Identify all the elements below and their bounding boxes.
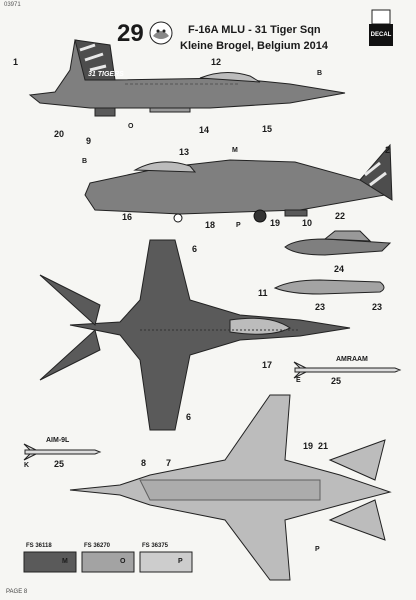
tiger-marking: 31 TIGERS: [88, 71, 124, 78]
legend-fs-2: FS 36270: [84, 543, 111, 549]
callout-13: 13: [179, 147, 190, 157]
callout-9: 9: [86, 136, 92, 146]
color-legend: [23, 551, 193, 573]
legend-fs-3: FS 36375: [142, 543, 169, 549]
page-subtitle: Kleine Brogel, Belgium 2014: [180, 40, 328, 52]
callout-18: 18: [205, 220, 216, 230]
callout-25-amraam: 25: [331, 376, 342, 386]
callout-20: 20: [54, 129, 65, 139]
drop-tank-views: [273, 230, 392, 295]
callout-6-top: 6: [192, 244, 198, 254]
callout-23-b: 23: [372, 302, 383, 312]
callout-16: 16: [122, 212, 133, 222]
side-view-left: 31 TIGERS: [28, 39, 346, 117]
callout-2: 2: [385, 145, 391, 155]
side-view-right: [84, 143, 393, 223]
code-b-2: B: [82, 158, 88, 165]
code-e: E: [296, 377, 301, 384]
code-b: B: [317, 70, 323, 77]
callout-10: 10: [302, 218, 313, 228]
callout-15: 15: [262, 124, 273, 134]
page-title: F-16A MLU - 31 Tiger Sqn: [188, 24, 321, 36]
code-p-2: P: [315, 546, 320, 553]
callout-19-bottom: 19: [303, 441, 314, 451]
legend-code-1: M: [62, 558, 68, 565]
callout-12: 12: [211, 57, 222, 67]
aim9-missile: [23, 443, 102, 461]
paint-pot-icon: DECAL: [369, 9, 393, 46]
legend-code-3: P: [178, 558, 183, 565]
legend-fs-1: FS 36118: [26, 543, 52, 549]
callout-7: 7: [166, 458, 172, 468]
squadron-emblem-icon: [149, 21, 173, 45]
callout-6-bottom: 6: [186, 412, 192, 422]
callout-11: 11: [258, 288, 268, 298]
legend-code-2: O: [120, 558, 126, 565]
callout-14: 14: [199, 125, 210, 135]
callout-23-a: 23: [315, 302, 326, 312]
callout-24: 24: [334, 264, 345, 274]
kit-code: 03971: [4, 2, 21, 8]
callout-22: 22: [335, 211, 346, 221]
callout-19: 19: [270, 218, 281, 228]
callout-1: 1: [13, 57, 19, 67]
step-number: 29: [117, 20, 144, 47]
code-p: P: [236, 222, 241, 229]
aim9-label: AIM-9L: [46, 437, 70, 444]
callout-8: 8: [141, 458, 147, 468]
top-view: [39, 239, 351, 431]
callout-25-aim9: 25: [54, 459, 65, 469]
page-number: PAGE 8: [6, 589, 28, 595]
decal-sheet-label: DECAL: [371, 32, 392, 38]
bottom-view: [69, 394, 392, 581]
amraam-label: AMRAAM: [336, 356, 368, 363]
amraam-missile: [293, 361, 402, 379]
callout-21: 21: [318, 441, 329, 451]
code-k: K: [24, 462, 30, 469]
callout-17: 17: [262, 360, 273, 370]
code-m: M: [232, 147, 238, 154]
code-o: O: [128, 123, 134, 130]
